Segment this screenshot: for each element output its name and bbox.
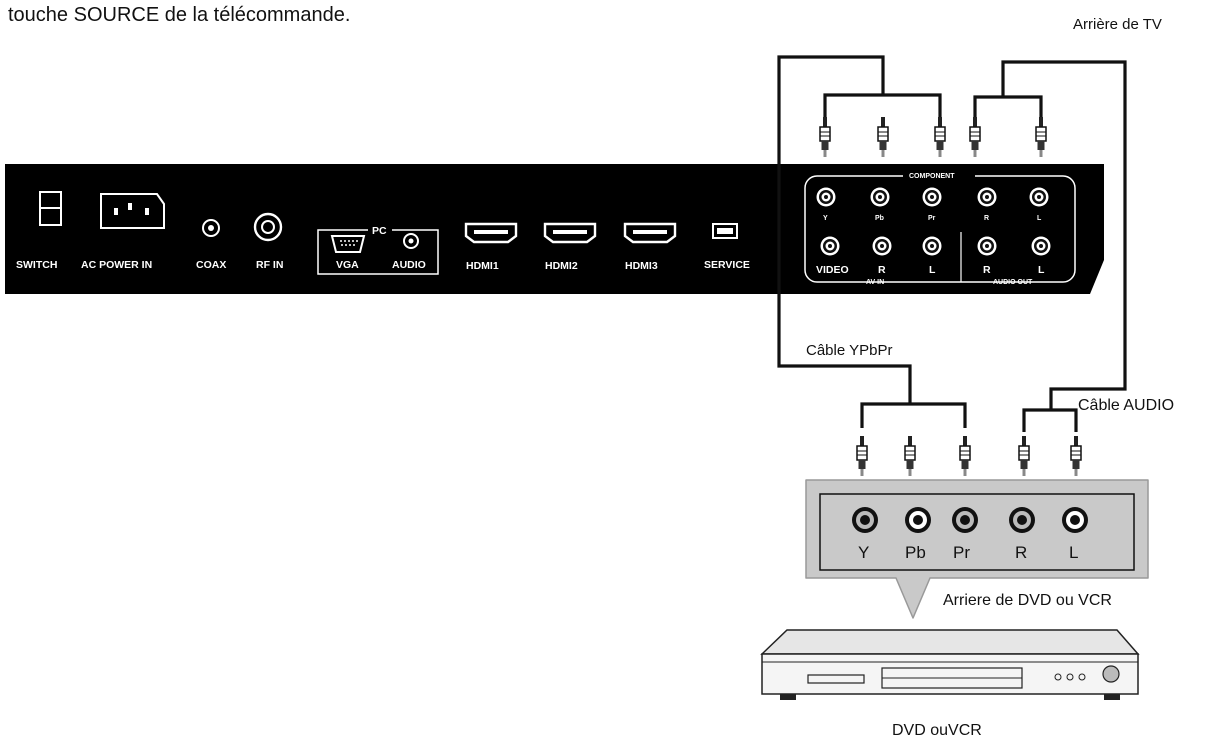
dvd-jack-label-l: L [1069,543,1078,562]
audio-cable [973,60,1127,432]
hdmi-label-2: HDMI2 [545,260,578,272]
audio-cable-label: Câble AUDIO [1078,397,1175,414]
dvd-back-label: Arriere de DVD ou VCR [943,592,1112,609]
audio-out-group-label: AUDIO OUT [993,279,1033,286]
dvd-jack-label-y: Y [858,543,869,562]
hdmi-label-1: HDMI1 [466,260,499,272]
ypbpr-cable-label: Câble YPbPr [806,342,893,359]
dvd-jack-label-r: R [1015,543,1027,562]
av-in-group-label: AV IN [866,279,884,286]
audio-out-jack-l: L [1038,264,1045,276]
av-in-jack-video: VIDEO [816,264,849,276]
ypbpr-cable [777,55,967,428]
port-label-vga: VGA [336,259,359,271]
pc-group-label: PC [372,225,387,237]
av-in-jack-r: R [878,264,886,276]
component-jack-pb: Pb [875,215,884,222]
dvd-jack-label-pb: Pb [905,543,926,562]
dvd-jack-pb [905,507,931,533]
dvd-jack-l [1062,507,1088,533]
dvd-jack-label-pr: Pr [953,543,970,562]
port-label-audio: AUDIO [392,259,426,271]
component-group-label: COMPONENT [909,173,955,180]
component-jack-pr: Pr [928,215,936,222]
hdmi-label-3: HDMI3 [625,260,658,272]
audio-out-jack-r: R [983,264,991,276]
port-label-service: SERVICE [704,259,750,271]
av-in-jack-l: L [929,264,936,276]
tv-back-label: Arrière de TV [1073,16,1162,33]
port-label-switch: SWITCH [16,259,57,271]
dvd-label: DVD ouVCR [892,722,982,739]
port-label-coax: COAX [196,259,226,271]
component-jack-r: R [984,215,989,222]
port-label-rf-in: RF IN [256,259,283,271]
component-jack-y: Y [823,215,828,222]
port-label-ac-power-in: AC POWER IN [81,259,152,271]
intro-text: touche SOURCE de la télécommande. [8,4,351,26]
dvd-player-illustration [760,629,1140,700]
component-jack-l: L [1037,215,1042,222]
